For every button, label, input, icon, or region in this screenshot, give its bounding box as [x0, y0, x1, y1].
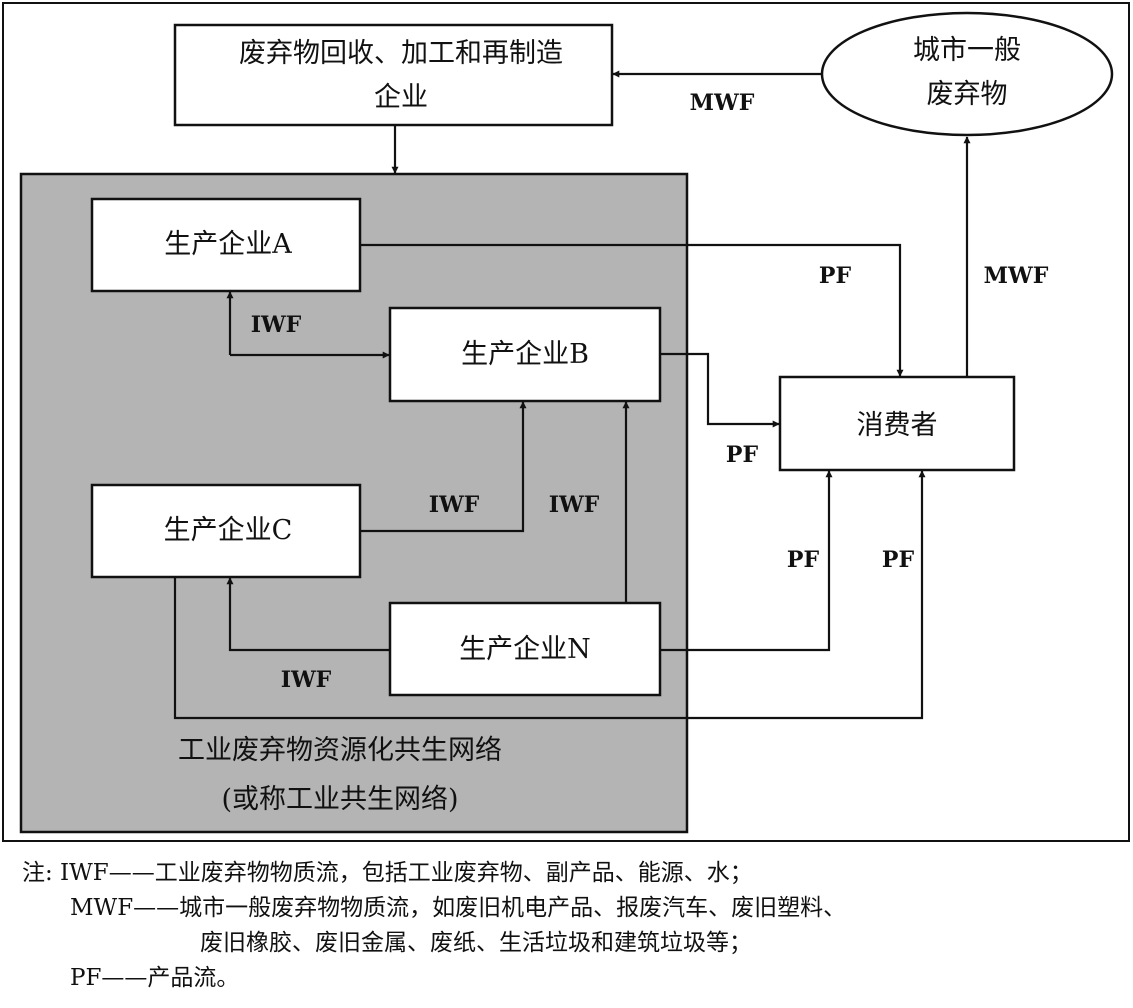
- municipal-waste-label-line1: 城市一般: [913, 35, 1021, 66]
- mwf-top-label: MWF: [690, 90, 755, 116]
- pf-b-label: PF: [726, 442, 759, 468]
- producer-c-label: 生产企业C: [164, 515, 293, 546]
- producer-b-node: 生产企业B: [388, 306, 662, 403]
- network-caption-line2: (或称工业共生网络): [221, 784, 458, 815]
- pf-arrow-a-to-consumer: [361, 243, 904, 377]
- municipal-waste-node: 城市一般 废弃物: [820, 11, 1114, 137]
- consumer-node: 消费者: [778, 375, 1016, 472]
- recycler-node: 废弃物回收、加工和再制造 企业: [173, 23, 614, 127]
- mwf-right-label: MWF: [984, 263, 1049, 289]
- pf-arrow-b-to-consumer: [661, 352, 780, 428]
- recycler-label-line1: 废弃物回收、加工和再制造: [239, 38, 563, 69]
- producer-a-node: 生产企业A: [90, 197, 362, 293]
- producer-a-label: 生产企业A: [164, 229, 292, 260]
- producer-n-label: 生产企业N: [459, 634, 591, 665]
- pf-c-label: PF: [882, 547, 915, 573]
- iwf-arrow-c-to-b: [361, 401, 527, 533]
- note-pf: PF——产品流。: [70, 965, 240, 991]
- iwf-arrow-n-to-c: [226, 577, 389, 652]
- iwf-n-b-label: IWF: [549, 492, 600, 518]
- iwf-c-b-label: IWF: [429, 492, 480, 518]
- producer-b-label: 生产企业B: [461, 339, 589, 370]
- producer-c-node: 生产企业C: [90, 483, 362, 579]
- network-caption-line1: 工业废弃物资源化共生网络: [178, 735, 502, 766]
- iwf-n-c-label: IWF: [281, 667, 332, 693]
- recycler-label-line2: 企业: [374, 82, 428, 113]
- note-mwf-continued: 废旧橡胶、废旧金属、废纸、生活垃圾和建筑垃圾等；: [200, 930, 752, 956]
- pf-n-label: PF: [787, 547, 820, 573]
- producer-n-node: 生产企业N: [388, 601, 662, 697]
- legend-notes: 注: IWF——工业废弃物物质流，包括工业废弃物、副产品、能源、水； MWF——…: [22, 856, 1122, 996]
- municipal-waste-label-line2: 废弃物: [927, 79, 1008, 110]
- pf-a-label: PF: [819, 263, 852, 289]
- note-iwf: 注: IWF——工业废弃物物质流，包括工业废弃物、副产品、能源、水；: [22, 860, 753, 886]
- pf-arrow-c-to-consumer: [173, 470, 926, 720]
- consumer-label: 消费者: [857, 410, 938, 441]
- note-mwf: MWF——城市一般废弃物物质流，如废旧机电产品、报废汽车、废旧塑料、: [70, 895, 847, 921]
- pf-arrow-n-to-consumer: [661, 470, 833, 652]
- outer-frame: [2, 2, 1130, 842]
- iwf-a-b-label: IWF: [251, 312, 302, 338]
